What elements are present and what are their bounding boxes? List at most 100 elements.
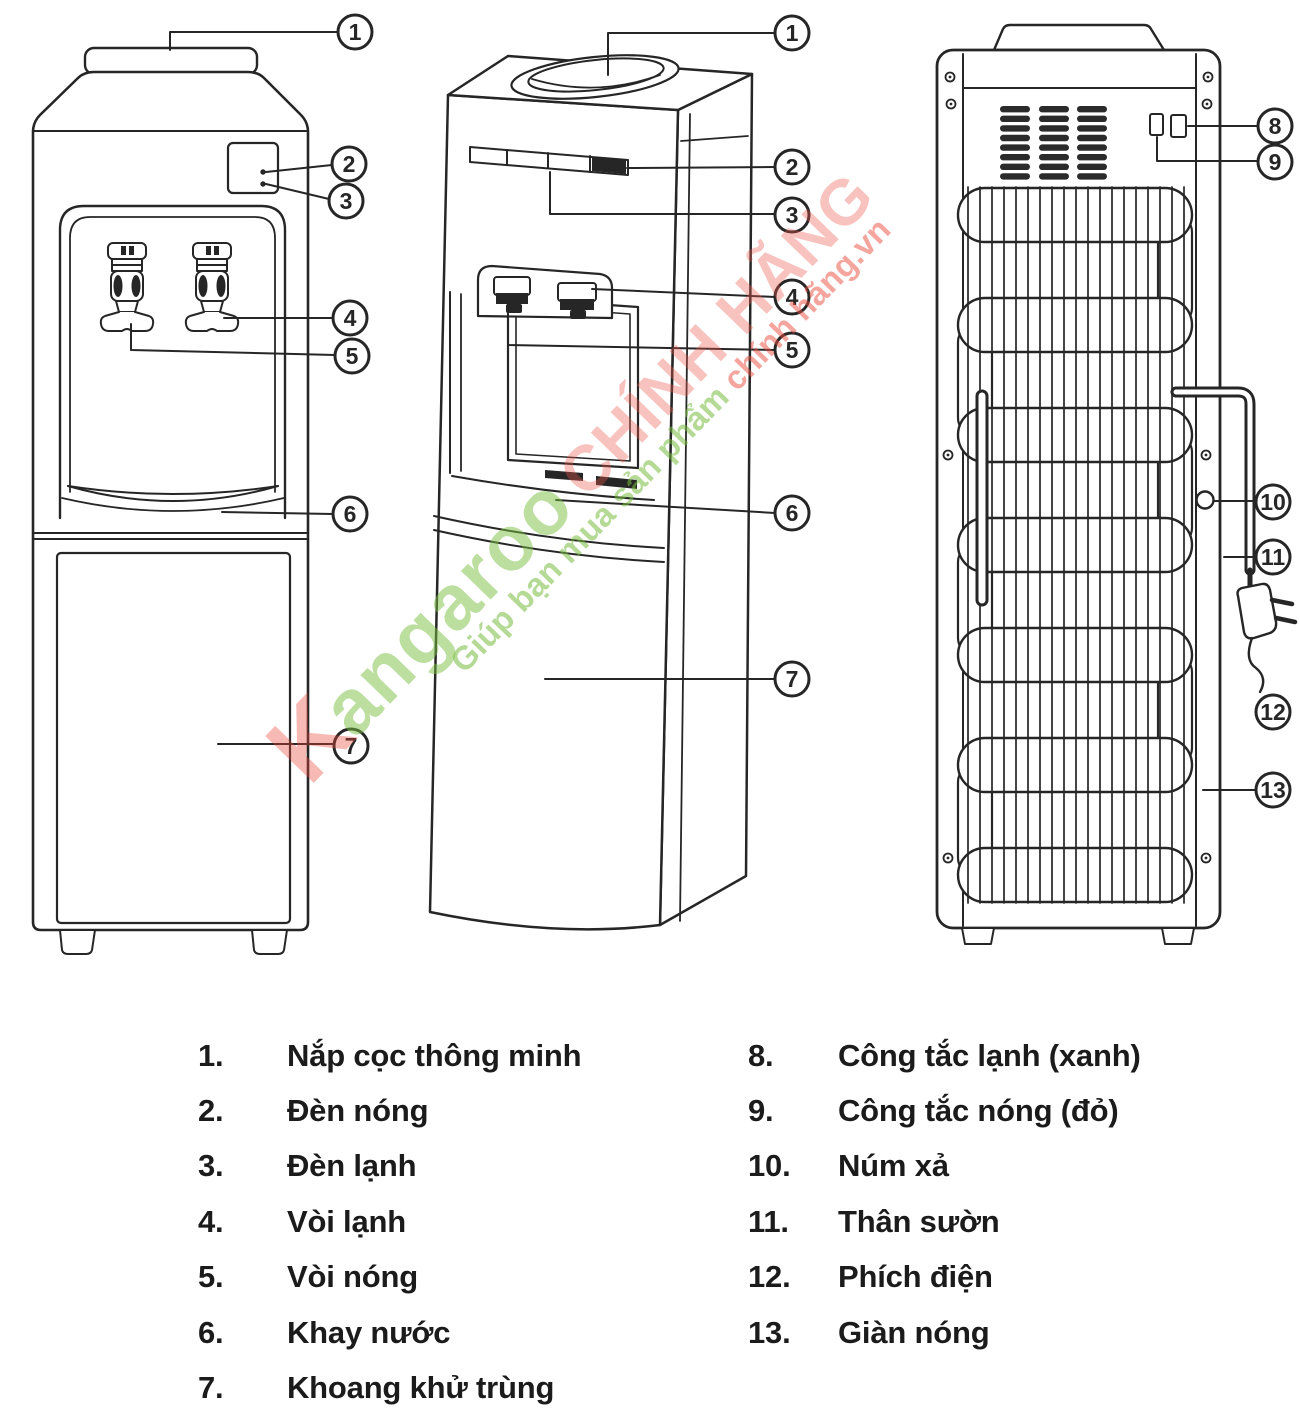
legend-label: Giàn nóng — [838, 1314, 990, 1350]
svg-text:10: 10 — [1260, 489, 1286, 515]
legend-item-3: 3. Đèn lạnh — [198, 1139, 581, 1194]
legend-num: 10. — [748, 1148, 791, 1184]
legend-item-5: 5. Vòi nóng — [198, 1250, 581, 1305]
legend-label: Thân sườn — [838, 1203, 1000, 1239]
legend-label: Công tắc nóng (đỏ) — [838, 1093, 1119, 1129]
callout-back-8: 8 — [1256, 107, 1294, 145]
back-view — [935, 23, 1298, 945]
legend-label: Đèn nóng — [287, 1093, 429, 1129]
callout-front-1: 1 — [336, 13, 374, 51]
top-cap-back — [992, 23, 1166, 52]
drip-tray-perspective — [451, 470, 655, 501]
legend-item-10: 10. Núm xả — [748, 1139, 1141, 1194]
hot-lamp-dot — [260, 169, 266, 175]
callout-mid-4: 4 — [773, 278, 811, 316]
svg-text:5: 5 — [786, 337, 799, 363]
legend-item-8: 8. Công tắc lạnh (xanh) — [748, 1028, 1141, 1083]
svg-text:12: 12 — [1260, 699, 1286, 725]
cold-lamp-dot — [260, 181, 266, 187]
condenser-coil — [956, 186, 1194, 904]
vent-slots — [1000, 106, 1107, 180]
svg-text:2: 2 — [343, 151, 356, 177]
legend-num: 7. — [198, 1370, 224, 1406]
hot-switch — [1149, 113, 1164, 136]
callout-front-4: 4 — [331, 299, 369, 337]
foot — [961, 927, 995, 945]
callout-back-13: 13 — [1254, 771, 1292, 809]
svg-text:9: 9 — [1269, 149, 1282, 175]
legend-label: Vòi nóng — [287, 1259, 418, 1295]
callout-circles: 1 2 3 4 5 6 7 1 2 3 4 5 6 7 8 9 10 11 12… — [327, 13, 1294, 809]
callout-back-10: 10 — [1254, 483, 1292, 521]
legend-num: 3. — [198, 1148, 224, 1184]
svg-text:6: 6 — [786, 500, 799, 526]
callout-front-6: 6 — [331, 495, 369, 533]
callout-mid-3: 3 — [773, 196, 811, 234]
svg-text:4: 4 — [786, 284, 799, 310]
callout-back-9: 9 — [1256, 143, 1294, 181]
callout-mid-6: 6 — [773, 494, 811, 532]
bottle-collar — [510, 54, 680, 100]
callout-front-5: 5 — [333, 337, 371, 375]
cold-tap — [99, 242, 155, 332]
foot — [251, 929, 288, 955]
legend-item-7: 7. Khoang khử trùng — [198, 1360, 581, 1415]
legend-label: Khoang khử trùng — [287, 1370, 555, 1406]
legend-item-4: 4.Vòi lạnh — [198, 1194, 581, 1249]
front-view — [31, 31, 339, 955]
svg-text:3: 3 — [340, 188, 353, 214]
drain-and-plug — [1170, 386, 1298, 694]
front-face — [428, 93, 680, 931]
svg-text:1: 1 — [349, 19, 362, 45]
callout-mid-2: 2 — [773, 148, 811, 186]
legend-num: 11. — [748, 1203, 789, 1239]
legend-label: Nắp cọc thông minh — [287, 1037, 582, 1073]
legend-item-12: 12. Phích điện — [748, 1250, 1141, 1305]
screws — [942, 71, 1214, 864]
legend-num: 2. — [198, 1093, 224, 1129]
legend-item-13: 13. Giàn nóng — [748, 1305, 1141, 1360]
legend-item-2: 2. Đèn nóng — [198, 1083, 581, 1138]
legend-num: 6. — [198, 1314, 224, 1350]
sterilize-door — [55, 551, 292, 925]
legend-item-1: 1.Nắp cọc thông minh — [198, 1028, 582, 1083]
callout-back-12: 12 — [1254, 693, 1292, 731]
svg-text:8: 8 — [1269, 113, 1282, 139]
legend-label: Phích điện — [838, 1259, 993, 1295]
callout-mid-1: 1 — [773, 14, 811, 52]
drain-knob — [1195, 490, 1215, 510]
callout-front-3: 3 — [327, 182, 365, 220]
svg-text:2: 2 — [786, 154, 799, 180]
legend-column-left: 1.Nắp cọc thông minh 2. Đèn nóng 3. Đèn lạ… — [198, 1028, 582, 1416]
coil-wires — [967, 186, 1185, 904]
legend-num: 9. — [748, 1093, 774, 1129]
legend-item-9: 9. Công tắc nóng (đỏ) — [748, 1083, 1141, 1138]
power-plug — [1236, 582, 1278, 640]
callout-mid-7: 7 — [773, 660, 811, 698]
hot-tap — [184, 242, 240, 332]
legend-num: 8. — [748, 1037, 774, 1073]
tap-cavity — [449, 264, 640, 474]
callout-mid-5: 5 — [773, 331, 811, 369]
water-dispenser-diagram: 1 2 3 4 5 6 7 1 2 3 4 5 6 7 8 9 10 11 12… — [31, 13, 1298, 955]
callout-back-11: 11 — [1254, 538, 1292, 576]
legend-num: 12. — [748, 1259, 791, 1295]
legend-item-11: 11. Thân sườn — [748, 1194, 1141, 1249]
legend-label: Khay nước — [287, 1314, 451, 1350]
svg-text:6: 6 — [344, 501, 357, 527]
perspective-view — [428, 32, 776, 931]
foot — [59, 929, 96, 955]
legend-label: Vòi lạnh — [287, 1203, 406, 1239]
legend-label: Đèn lạnh — [287, 1148, 417, 1184]
svg-text:11: 11 — [1261, 544, 1286, 570]
foot — [1161, 927, 1195, 945]
legend-label: Núm xả — [838, 1148, 949, 1184]
legend-label: Công tắc lạnh (xanh) — [838, 1037, 1141, 1073]
drip-tray — [61, 485, 285, 512]
top-cap — [83, 46, 259, 76]
indicator-panel — [226, 141, 280, 195]
legend-num: 5. — [198, 1259, 224, 1295]
legend-num: 13. — [748, 1314, 791, 1350]
svg-text:13: 13 — [1260, 777, 1286, 803]
